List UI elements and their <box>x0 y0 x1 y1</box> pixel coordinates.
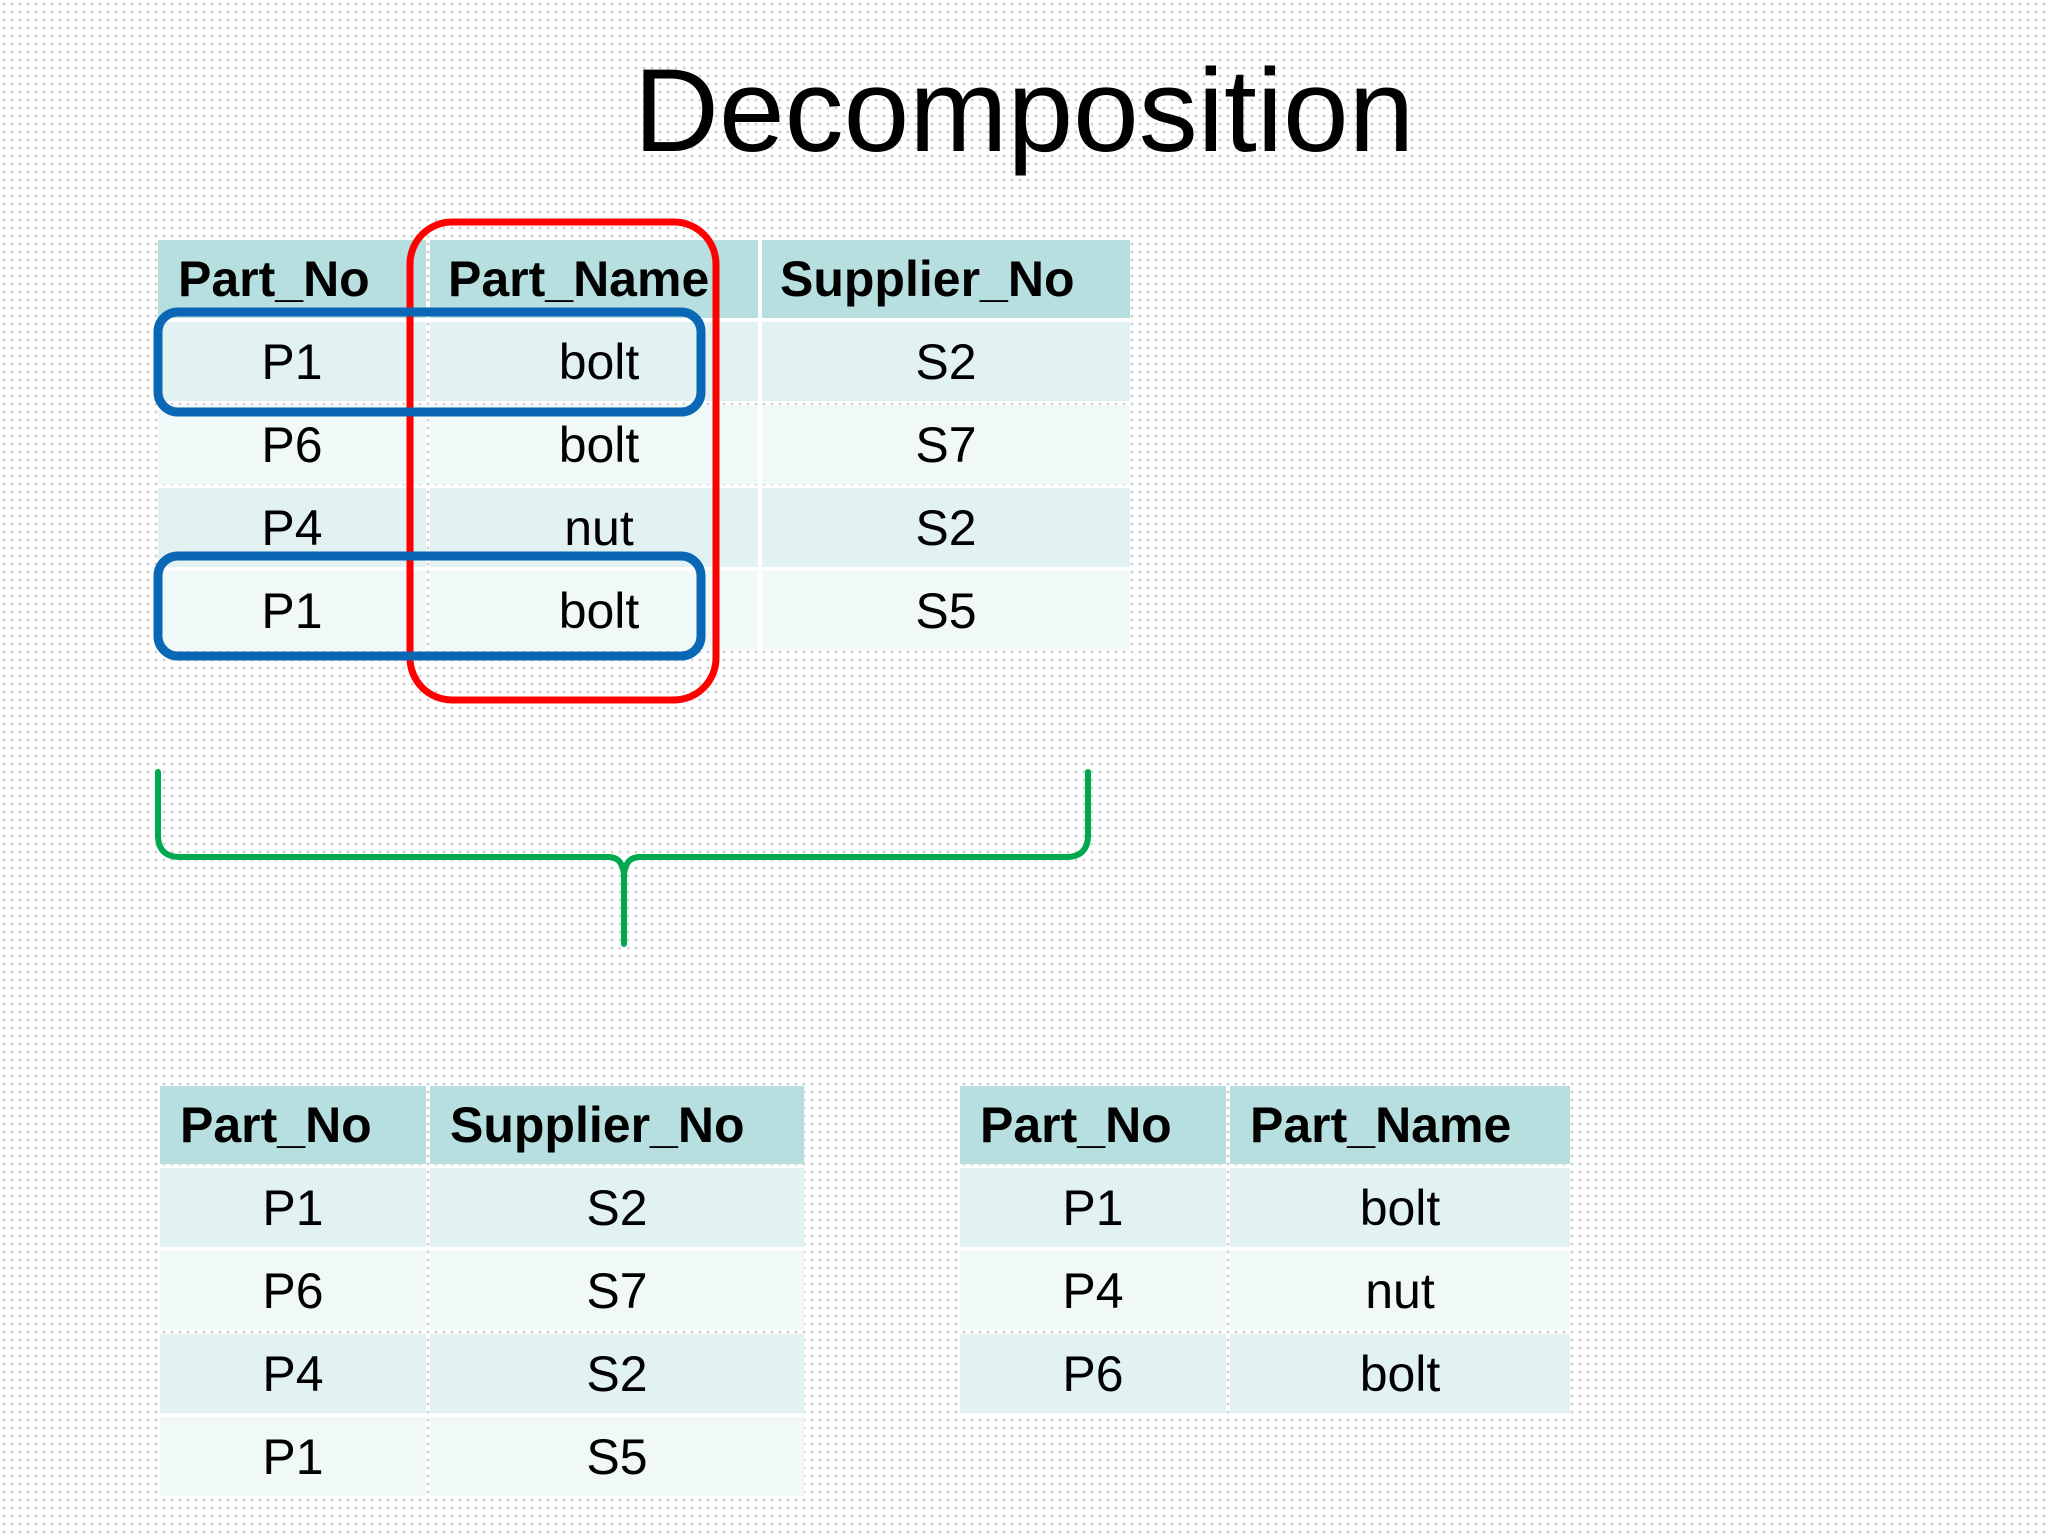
table-cell: bolt <box>1230 1168 1570 1247</box>
table-cell: P1 <box>160 1168 426 1247</box>
column-header: Supplier_No <box>762 240 1130 318</box>
slide-title: Decomposition <box>633 45 1415 177</box>
table-cell: bolt <box>430 405 758 484</box>
column-header: Part_No <box>158 240 426 318</box>
table-cell: S2 <box>430 1334 804 1413</box>
table-cell: S5 <box>430 1417 804 1496</box>
column-header: Supplier_No <box>430 1086 804 1164</box>
table-row: P6 S7 <box>160 1251 804 1330</box>
table-cell: P1 <box>960 1168 1226 1247</box>
table-row: P4 nut S2 <box>158 488 1130 567</box>
table-cell: S2 <box>430 1168 804 1247</box>
table-cell: bolt <box>430 571 758 650</box>
table-cell: P1 <box>158 322 426 401</box>
table-row: P1 bolt S2 <box>158 322 1130 401</box>
table-header-row: Part_No Part_Name <box>960 1086 1570 1164</box>
table-cell: P6 <box>158 405 426 484</box>
table-cell: P6 <box>960 1334 1226 1413</box>
table-cell: P6 <box>160 1251 426 1330</box>
table-cell: S5 <box>762 571 1130 650</box>
column-header: Part_Name <box>1230 1086 1570 1164</box>
part-supplier-table: Part_No Supplier_No P1 S2 P6 S7 P4 S2 P1… <box>156 1082 808 1500</box>
table-row: P4 S2 <box>160 1334 804 1413</box>
table-row: P1 bolt S5 <box>158 571 1130 650</box>
table-cell: nut <box>1230 1251 1570 1330</box>
table-header-row: Part_No Part_Name Supplier_No <box>158 240 1130 318</box>
decomposition-brace <box>155 769 1091 947</box>
part-name-table: Part_No Part_Name P1 bolt P4 nut P6 bolt <box>956 1082 1574 1417</box>
table-cell: P1 <box>160 1417 426 1496</box>
table-cell: bolt <box>430 322 758 401</box>
table-cell: bolt <box>1230 1334 1570 1413</box>
table-cell: S2 <box>762 488 1130 567</box>
column-header: Part_No <box>960 1086 1226 1164</box>
table-cell: P4 <box>158 488 426 567</box>
table-cell: S7 <box>762 405 1130 484</box>
table-row: P6 bolt <box>960 1334 1570 1413</box>
table-row: P1 S2 <box>160 1168 804 1247</box>
table-cell: P4 <box>960 1251 1226 1330</box>
table-header-row: Part_No Supplier_No <box>160 1086 804 1164</box>
column-header: Part_Name <box>430 240 758 318</box>
table-cell: P4 <box>160 1334 426 1413</box>
table-cell: nut <box>430 488 758 567</box>
table-row: P1 bolt <box>960 1168 1570 1247</box>
table-cell: P1 <box>158 571 426 650</box>
table-cell: S2 <box>762 322 1130 401</box>
original-table: Part_No Part_Name Supplier_No P1 bolt S2… <box>154 236 1134 654</box>
column-header: Part_No <box>160 1086 426 1164</box>
table-cell: S7 <box>430 1251 804 1330</box>
table-row: P6 bolt S7 <box>158 405 1130 484</box>
table-row: P1 S5 <box>160 1417 804 1496</box>
table-row: P4 nut <box>960 1251 1570 1330</box>
